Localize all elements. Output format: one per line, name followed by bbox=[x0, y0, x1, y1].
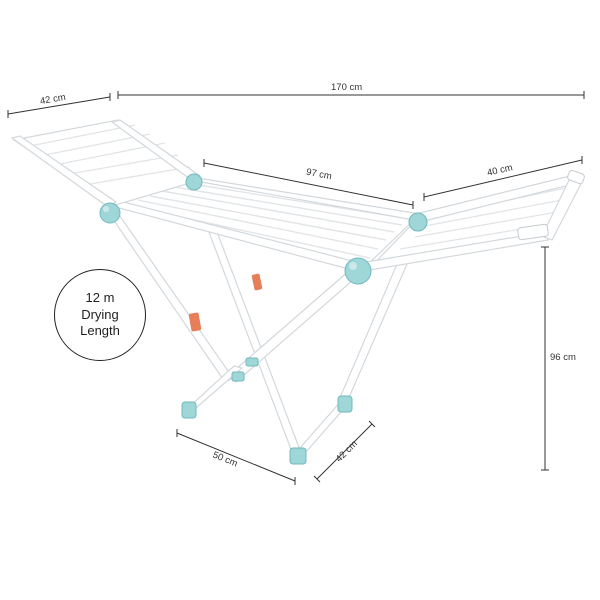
rack-legs bbox=[106, 181, 425, 453]
right-wing bbox=[365, 173, 585, 271]
rack-feet bbox=[181, 395, 353, 465]
center-panel bbox=[106, 177, 422, 273]
drying-length-badge: 12 m Drying Length bbox=[40, 268, 160, 362]
badge-line-1: 12 m bbox=[85, 289, 115, 305]
end-caps bbox=[517, 169, 585, 241]
badge-line-2: Drying bbox=[81, 306, 119, 322]
dimension-lines bbox=[7, 91, 585, 485]
left-wing bbox=[10, 119, 202, 208]
joint-hubs bbox=[99, 173, 428, 382]
dim-line-base-depth bbox=[316, 423, 373, 480]
dim-line-wing-right bbox=[423, 159, 583, 198]
badge-line-3: Length bbox=[80, 323, 120, 339]
height-clips bbox=[188, 273, 263, 332]
dim-label-height: 96 cm bbox=[550, 352, 576, 363]
dim-label-total: 170 cm bbox=[331, 82, 363, 93]
dim-line-base-width bbox=[176, 432, 296, 482]
dim-line-wing-left bbox=[7, 96, 111, 115]
badge-ring bbox=[54, 269, 146, 361]
dim-line-center bbox=[203, 162, 414, 206]
